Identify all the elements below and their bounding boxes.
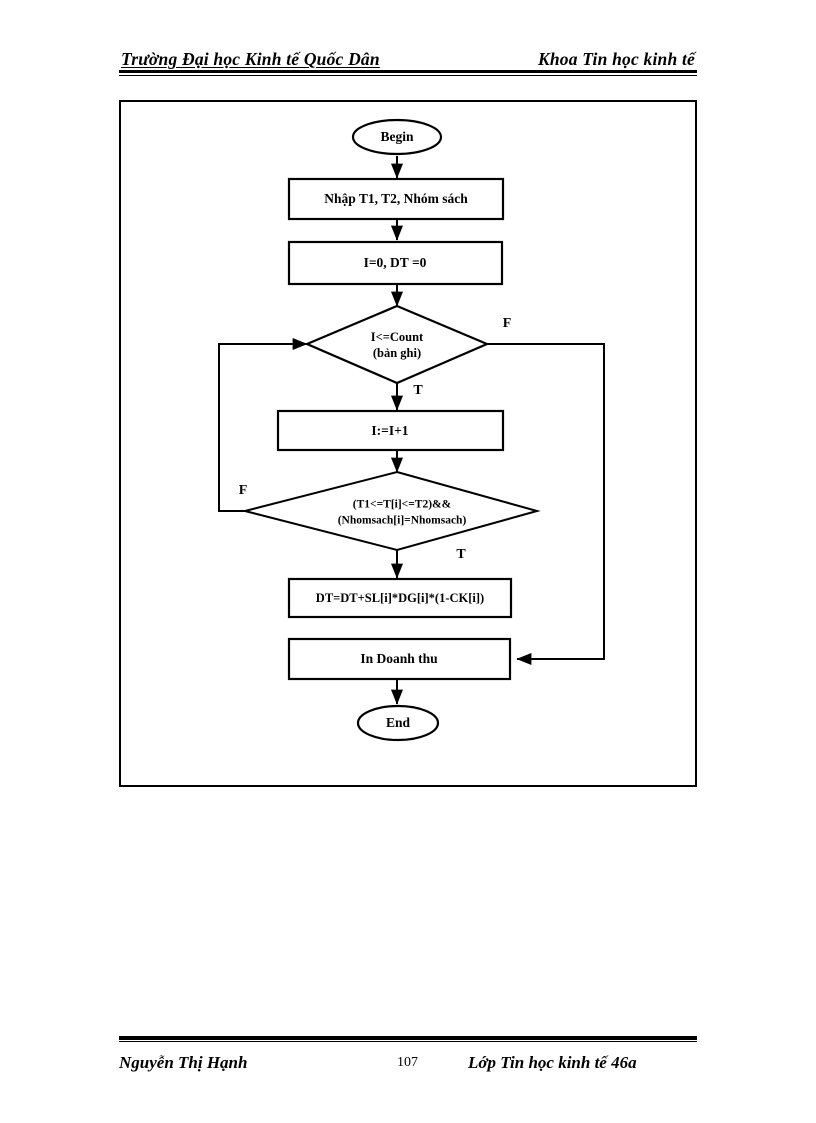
node-loop-condition-label-line2: (bản ghi) [373, 346, 421, 360]
branch-label-filter-false: F [239, 483, 248, 498]
node-accumulate-shape [287, 577, 513, 619]
footer-page-number: 107 [397, 1055, 418, 1070]
node-filter-condition-label-line1: (T1<=T[i]<=T2)&& [353, 499, 452, 511]
footer-text-row: Nguyễn Thị Hạnh 107 Lớp Tin học kinh tế … [119, 1042, 697, 1080]
node-begin-label: Begin [380, 129, 413, 144]
node-end-shape [356, 704, 440, 742]
node-filter-condition-shape [244, 470, 541, 552]
node-end-label: End [386, 715, 411, 730]
footer-divider-rule [119, 1036, 697, 1042]
node-accumulate-label: DT=DT+SL[i]*DG[i]*(1-CK[i]) [316, 591, 484, 605]
flowchart-canvas: Begin Nhập T1, T2, Nhóm sách I=0, DT =0 … [218, 118, 605, 742]
page-header: Trường Đại học Kinh tế Quốc Dân Khoa Tin… [119, 44, 697, 80]
node-loop-condition-label-line1: I<=Count [371, 330, 424, 344]
flowchart-frame: Begin Nhập T1, T2, Nhóm sách I=0, DT =0 … [119, 100, 697, 787]
node-output-shape [287, 637, 512, 681]
node-loop-condition-shape [304, 304, 490, 385]
connector-loop-false-to-output [487, 343, 605, 665]
node-begin-shape [351, 118, 443, 156]
header-divider-rule [119, 70, 697, 76]
header-text-row: Trường Đại học Kinh tế Quốc Dân Khoa Tin… [119, 44, 697, 70]
page-footer: Nguyễn Thị Hạnh 107 Lớp Tin học kinh tế … [119, 1036, 697, 1082]
node-input-shape [287, 177, 505, 221]
branch-label-loop-false: F [503, 316, 512, 331]
header-faculty-name: Khoa Tin học kinh tế [538, 49, 695, 69]
branch-label-filter-true: T [456, 547, 466, 562]
footer-author-name: Nguyễn Thị Hạnh [119, 1053, 248, 1072]
footer-class-name: Lớp Tin học kinh tế 46a [468, 1053, 637, 1072]
node-increment-shape [276, 409, 505, 452]
node-output-label: In Doanh thu [360, 651, 438, 666]
node-init-shape [287, 240, 504, 286]
node-filter-condition-label-line2: (Nhomsach[i]=Nhomsach) [338, 515, 467, 527]
header-university-name: Trường Đại học Kinh tế Quốc Dân [121, 49, 380, 69]
connector-filter-false-loopback [218, 338, 308, 512]
node-input-label: Nhập T1, T2, Nhóm sách [324, 191, 468, 206]
branch-label-loop-true: T [413, 383, 423, 398]
node-increment-label: I:=I+1 [371, 423, 408, 438]
node-init-label: I=0, DT =0 [364, 255, 427, 270]
